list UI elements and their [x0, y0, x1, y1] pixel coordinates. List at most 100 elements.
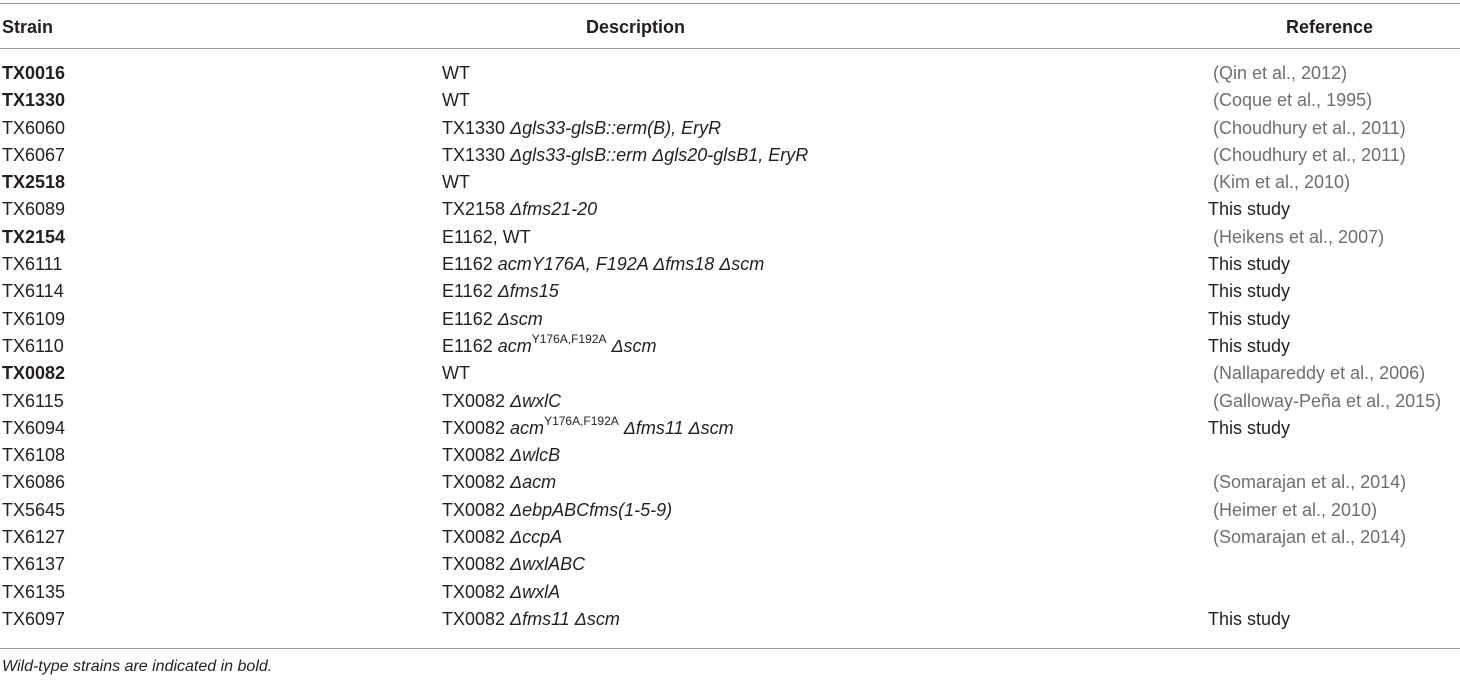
- genotype-text: ΔwxlC: [510, 390, 562, 411]
- reference-citation-link[interactable]: (Nallapareddy et al., 2006): [1213, 363, 1426, 384]
- reference-cell: This study: [1208, 335, 1291, 356]
- table-row: TX6108 TX0082 ΔwlcB: [0, 443, 1460, 470]
- reference-cell: This study: [1208, 281, 1291, 302]
- description-text: TX0082: [442, 608, 511, 629]
- description-text: WT: [442, 363, 470, 384]
- strain-cell: TX6135: [2, 581, 66, 602]
- description-text: TX0082: [442, 472, 511, 493]
- table-row: TX6110 E1162 acmY176A,F192A Δscm This stud…: [0, 333, 1460, 361]
- reference-citation-link[interactable]: (Coque et al., 1995): [1213, 90, 1373, 111]
- strain-cell: TX6114: [2, 281, 64, 302]
- description-text: E1162: [442, 281, 498, 302]
- description-text: E1162: [442, 308, 498, 329]
- description-cell: TX1330 Δgls33-glsB::erm(B), EryR: [442, 117, 721, 139]
- description-cell: WT: [442, 362, 470, 384]
- reference-cell: This study: [1208, 254, 1291, 275]
- reference-cell: This study: [1208, 608, 1291, 629]
- description-text: TX1330: [442, 117, 511, 138]
- reference-cell: This study: [1208, 308, 1291, 329]
- description-text: TX0082: [442, 390, 511, 411]
- reference-citation-link[interactable]: (Kim et al., 2010): [1213, 172, 1351, 193]
- strain-cell: TX6067: [2, 144, 66, 165]
- strain-cell: TX6086: [2, 472, 66, 493]
- description-cell: TX0082 Δacm: [442, 471, 556, 493]
- genotype-text: Δfms11 Δscm: [510, 608, 620, 629]
- strain-cell: TX1330: [2, 90, 66, 111]
- genotype-text-suffix: Δfms11 Δscm: [618, 417, 734, 438]
- genotype-text: ΔwxlA: [510, 581, 561, 602]
- description-text: TX0082: [442, 499, 511, 520]
- genotype-text: acm: [510, 417, 545, 438]
- genotype-text: Δfms21-20: [510, 199, 598, 220]
- reference-citation-link[interactable]: (Heimer et al., 2010): [1213, 499, 1378, 520]
- table-bottom-rule: [0, 648, 1460, 649]
- description-text: TX0082: [442, 581, 511, 602]
- genotype-text: Δscm: [497, 308, 543, 329]
- genotype-superscript: Y176A,F192A: [544, 413, 619, 428]
- description-text: WT: [442, 63, 470, 83]
- table-row: TX1330 WT (Coque et al., 1995): [0, 88, 1460, 115]
- reference-cell: This study: [1208, 417, 1291, 438]
- description-text: E1162, WT: [442, 226, 531, 247]
- reference-citation-link[interactable]: (Qin et al., 2012): [1213, 63, 1348, 83]
- description-text: WT: [442, 90, 470, 111]
- strain-cell: TX0016: [2, 63, 66, 83]
- strain-cell: TX2154: [2, 226, 66, 247]
- table-row: TX2154 E1162, WT (Heikens et al., 2007): [0, 225, 1460, 252]
- description-cell: TX0082 ΔwxlC: [442, 390, 561, 412]
- strain-cell: TX5645: [2, 499, 66, 520]
- description-text: TX0082: [442, 445, 511, 466]
- genotype-text: acm: [497, 335, 532, 356]
- strain-cell: TX6097: [2, 608, 66, 629]
- reference-citation-link[interactable]: (Heikens et al., 2007): [1213, 226, 1385, 247]
- description-cell: TX0082 ΔwxlA: [442, 581, 560, 603]
- description-cell: TX0082 ΔebpABCfms(1-5-9): [442, 499, 672, 521]
- strain-cell: TX6060: [2, 117, 66, 138]
- description-cell: TX0082 ΔwxlABC: [442, 553, 585, 575]
- reference-citation-link[interactable]: (Galloway-Peña et al., 2015): [1213, 390, 1442, 411]
- genotype-text: acmY176A, F192A Δfms18 Δscm: [497, 254, 765, 275]
- description-cell: E1162, WT: [442, 226, 531, 248]
- table-row: TX6115 TX0082 ΔwxlC (Galloway-Peña et al.,…: [0, 389, 1460, 416]
- strain-cell: TX6089: [2, 199, 66, 220]
- strain-cell: TX6110: [2, 335, 64, 356]
- description-cell: TX0082 ΔwlcB: [442, 444, 560, 466]
- description-cell: E1162 acmY176A,F192A Δscm: [442, 333, 657, 357]
- description-text: TX0082: [442, 417, 511, 438]
- description-cell: E1162 Δscm: [442, 308, 543, 330]
- reference-citation-link[interactable]: (Somarajan et al., 2014): [1213, 472, 1407, 493]
- description-text: TX1330: [442, 144, 511, 165]
- table-footnote: Wild-type strains are indicated in bold.: [2, 658, 273, 675]
- genotype-text: ΔebpABCfms(1-5-9): [510, 499, 673, 520]
- reference-citation-link[interactable]: (Somarajan et al., 2014): [1213, 527, 1407, 548]
- genotype-text: ΔwlcB: [510, 445, 561, 466]
- table-row: TX6060 TX1330 Δgls33-glsB::erm(B), EryR (C…: [0, 116, 1460, 143]
- strain-cell: TX6115: [2, 390, 64, 411]
- strain-cell: TX6094: [2, 417, 66, 438]
- description-text: TX2158: [442, 199, 511, 220]
- description-cell: WT: [442, 89, 470, 111]
- description-text: WT: [442, 172, 470, 193]
- description-cell: WT: [442, 62, 470, 84]
- reference-citation-link[interactable]: (Choudhury et al., 2011): [1213, 144, 1406, 165]
- header-reference: Reference: [1286, 17, 1374, 37]
- description-cell: TX1330 Δgls33-glsB::erm Δgls20-glsB1, Er…: [442, 144, 808, 166]
- reference-citation-link[interactable]: (Choudhury et al., 2011): [1213, 117, 1406, 138]
- description-cell: TX2158 Δfms21-20: [442, 198, 597, 220]
- description-cell: TX0082 ΔccpA: [442, 526, 562, 548]
- table-row: TX5645 TX0082 ΔebpABCfms(1-5-9) (Heimer et…: [0, 498, 1460, 525]
- strain-cell: TX6111: [2, 254, 63, 275]
- table-row: TX6067 TX1330 Δgls33-glsB::erm Δgls20-gls…: [0, 143, 1460, 170]
- genotype-text: Δgls33-glsB::erm(B), EryR: [510, 117, 722, 138]
- description-cell: E1162 Δfms15: [442, 280, 559, 302]
- table-row: TX6114 E1162 Δfms15 This study: [0, 279, 1460, 306]
- reference-cell: This study: [1208, 199, 1291, 220]
- genotype-text-suffix: Δscm: [606, 335, 657, 356]
- table-row: TX6135 TX0082 ΔwxlA: [0, 580, 1460, 607]
- description-text: E1162: [442, 335, 498, 356]
- strain-cell: TX6108: [2, 445, 66, 466]
- description-text: TX0082: [442, 527, 511, 548]
